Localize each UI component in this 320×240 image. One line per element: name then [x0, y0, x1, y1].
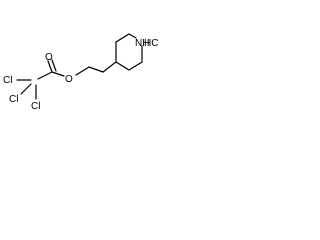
- bond-carbonyl-oester: [51, 71, 65, 77]
- bond-c-carbonyl: [37, 71, 53, 80]
- atom-cl-1: Cl: [3, 75, 12, 86]
- bond-ring-c3-c2: [115, 33, 130, 43]
- bond-oester-ch2: [75, 66, 90, 76]
- atom-cl-2: Cl: [9, 94, 18, 105]
- bond-ring-c2-n: [128, 33, 137, 39]
- bond-carbonyl-double-2: [51, 59, 57, 72]
- bond-cl2-c: [20, 83, 32, 95]
- salt-label: HCl: [144, 38, 159, 49]
- atom-cl-3: Cl: [31, 101, 40, 112]
- atom-o-ester: O: [65, 74, 73, 85]
- bond-ch2-ring: [102, 61, 117, 73]
- atom-labels: NH O O Cl Cl Cl: [3, 38, 149, 112]
- bonds: [16, 33, 143, 100]
- bond-carbonyl-double-1: [47, 60, 53, 73]
- bond-ring-c5-c4: [115, 61, 130, 71]
- chemical-structure: NH O O Cl Cl Cl HCl: [3, 33, 159, 112]
- bond-ring-c6-c5: [128, 61, 143, 71]
- atom-o-carbonyl: O: [45, 52, 53, 63]
- bond-ch2-ch2: [88, 66, 104, 73]
- atom-nh: NH: [135, 38, 149, 49]
